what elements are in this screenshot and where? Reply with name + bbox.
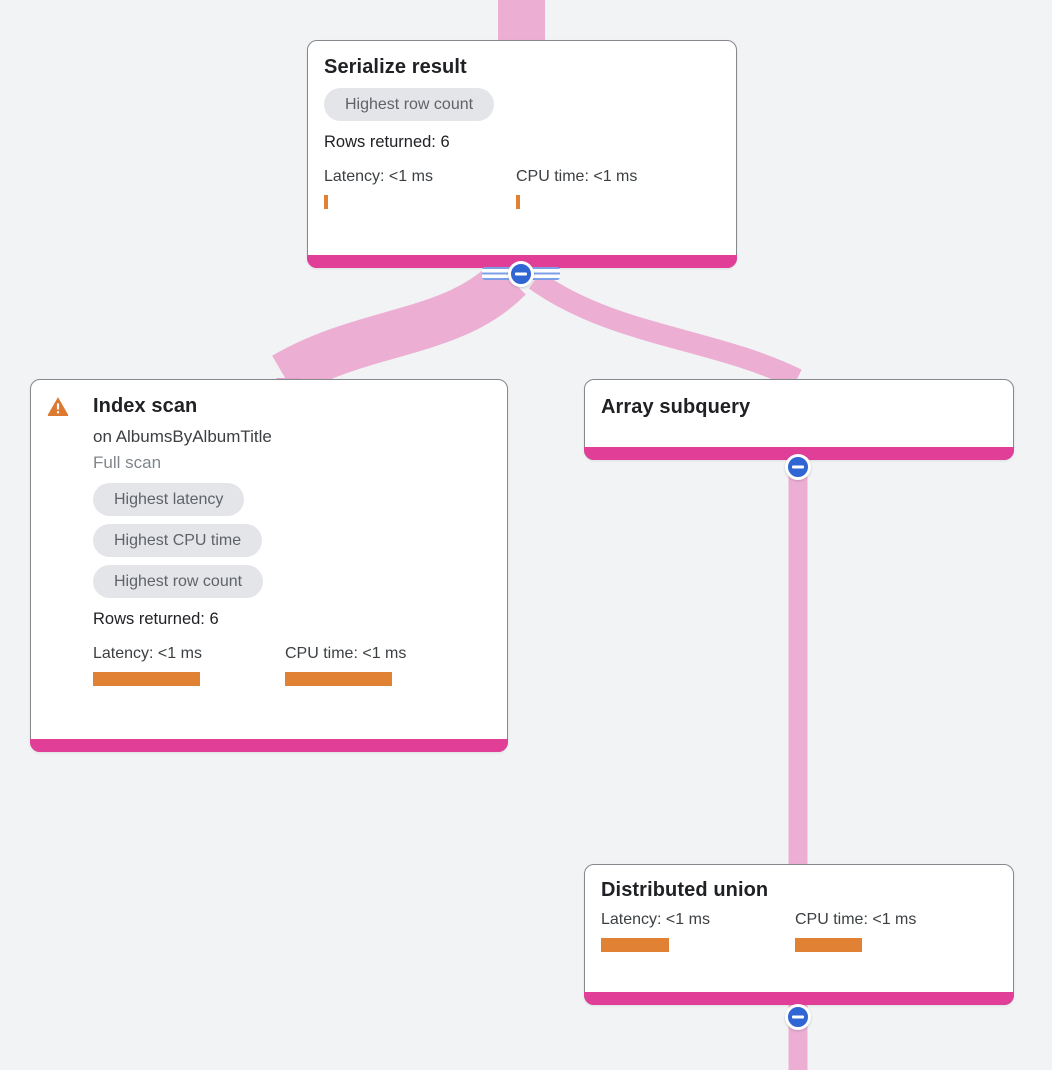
collapse-button-distributed-union[interactable] bbox=[785, 1004, 811, 1030]
latency-label: Latency: <1 ms bbox=[324, 168, 433, 185]
latency-label: Latency: <1 ms bbox=[93, 645, 202, 662]
cpu-metric: CPU time: <1 ms bbox=[285, 644, 477, 686]
latency-metric: Latency: <1 ms bbox=[601, 910, 795, 952]
badge-highest-cpu-time: Highest CPU time bbox=[93, 524, 263, 557]
cpu-bar bbox=[795, 938, 862, 952]
node-accent-bar bbox=[30, 739, 508, 752]
cpu-label: CPU time: <1 ms bbox=[516, 168, 638, 185]
node-title: Array subquery bbox=[601, 396, 751, 418]
node-title: Distributed union bbox=[601, 879, 769, 901]
index-name-text: on AlbumsByAlbumTitle bbox=[93, 427, 272, 446]
minus-icon bbox=[792, 465, 804, 469]
cpu-label: CPU time: <1 ms bbox=[285, 645, 407, 662]
latency-label: Latency: <1 ms bbox=[601, 911, 710, 928]
node-array-subquery[interactable]: Array subquery bbox=[584, 379, 1014, 460]
edge-into-serialize-result bbox=[498, 0, 545, 42]
cpu-metric: CPU time: <1 ms bbox=[795, 910, 987, 952]
collapse-button-array-subquery[interactable] bbox=[785, 454, 811, 480]
cpu-metric: CPU time: <1 ms bbox=[516, 167, 708, 209]
scan-type-text: Full scan bbox=[93, 453, 162, 472]
badge-highest-latency: Highest latency bbox=[93, 483, 245, 516]
rows-returned-text: Rows returned: 6 bbox=[93, 610, 219, 628]
latency-metric: Latency: <1 ms bbox=[93, 644, 285, 686]
edge-serialize-to-array-subquery bbox=[528, 271, 802, 389]
collapse-button-serialize-result[interactable] bbox=[508, 261, 534, 287]
node-accent-bar bbox=[584, 992, 1014, 1005]
edge-serialize-to-index-scan bbox=[272, 260, 526, 397]
cpu-bar bbox=[285, 672, 392, 686]
latency-metric: Latency: <1 ms bbox=[324, 167, 516, 209]
latency-bar bbox=[324, 195, 328, 209]
latency-bar bbox=[93, 672, 200, 686]
node-index-scan[interactable]: Index scan on AlbumsByAlbumTitle Full sc… bbox=[30, 379, 508, 752]
minus-icon bbox=[792, 1015, 804, 1019]
badge-highest-row-count: Highest row count bbox=[93, 565, 264, 598]
latency-bar bbox=[601, 938, 669, 952]
node-accent-bar bbox=[584, 447, 1014, 460]
badge-highest-row-count: Highest row count bbox=[324, 88, 495, 121]
cpu-bar bbox=[516, 195, 520, 209]
warning-icon bbox=[47, 397, 69, 416]
node-title: Serialize result bbox=[324, 56, 467, 78]
minus-icon bbox=[515, 272, 527, 276]
cpu-label: CPU time: <1 ms bbox=[795, 911, 917, 928]
rows-returned-text: Rows returned: 6 bbox=[324, 133, 450, 151]
node-serialize-result[interactable]: Serialize result Highest row count Rows … bbox=[307, 40, 737, 268]
node-title: Index scan bbox=[93, 395, 198, 417]
node-distributed-union[interactable]: Distributed union Latency: <1 ms CPU tim… bbox=[584, 864, 1014, 1005]
